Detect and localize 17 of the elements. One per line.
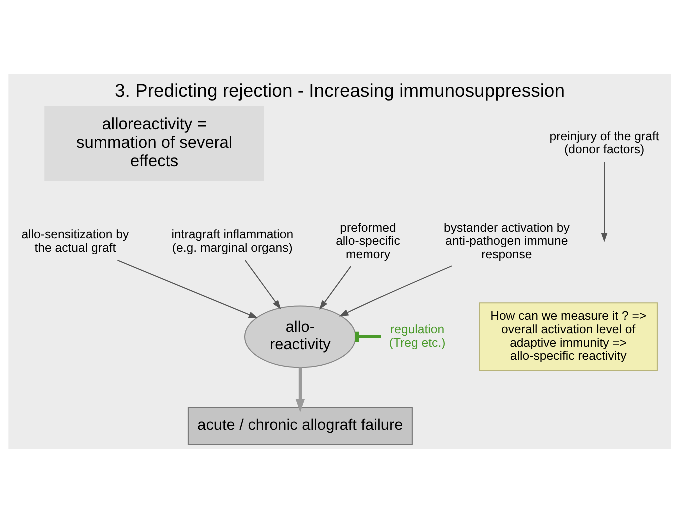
node-text: allo-sensitization by the actual graft bbox=[22, 226, 130, 254]
node-text: bystander activation by anti-pathogen immune response bbox=[444, 220, 570, 262]
arrow bbox=[320, 266, 352, 310]
node-text: intragraft inflammation (e.g. marginal organs) bbox=[172, 226, 294, 254]
diagram-title: 3. Predicting rejection - Increasing immunosuppression bbox=[114, 80, 566, 101]
arrow bbox=[244, 260, 282, 310]
arrow bbox=[339, 265, 452, 316]
arrow bbox=[118, 260, 258, 318]
connector bbox=[354, 331, 382, 342]
node-ellipse: allo- reactivity bbox=[244, 305, 356, 368]
arrow bbox=[601, 162, 608, 242]
node-box: acute / chronic allograft failure bbox=[188, 406, 413, 445]
node-text: preinjury of the graft (donor factors) bbox=[550, 128, 660, 156]
node-box: How can we measure it ? => overall activation level of adaptive immunity => allo-specific reactivity bbox=[479, 302, 658, 371]
arrow bbox=[296, 367, 306, 412]
node-text: preformed allo-specific memory bbox=[336, 220, 400, 262]
node-text: regulation (Treg etc.) bbox=[389, 322, 446, 350]
